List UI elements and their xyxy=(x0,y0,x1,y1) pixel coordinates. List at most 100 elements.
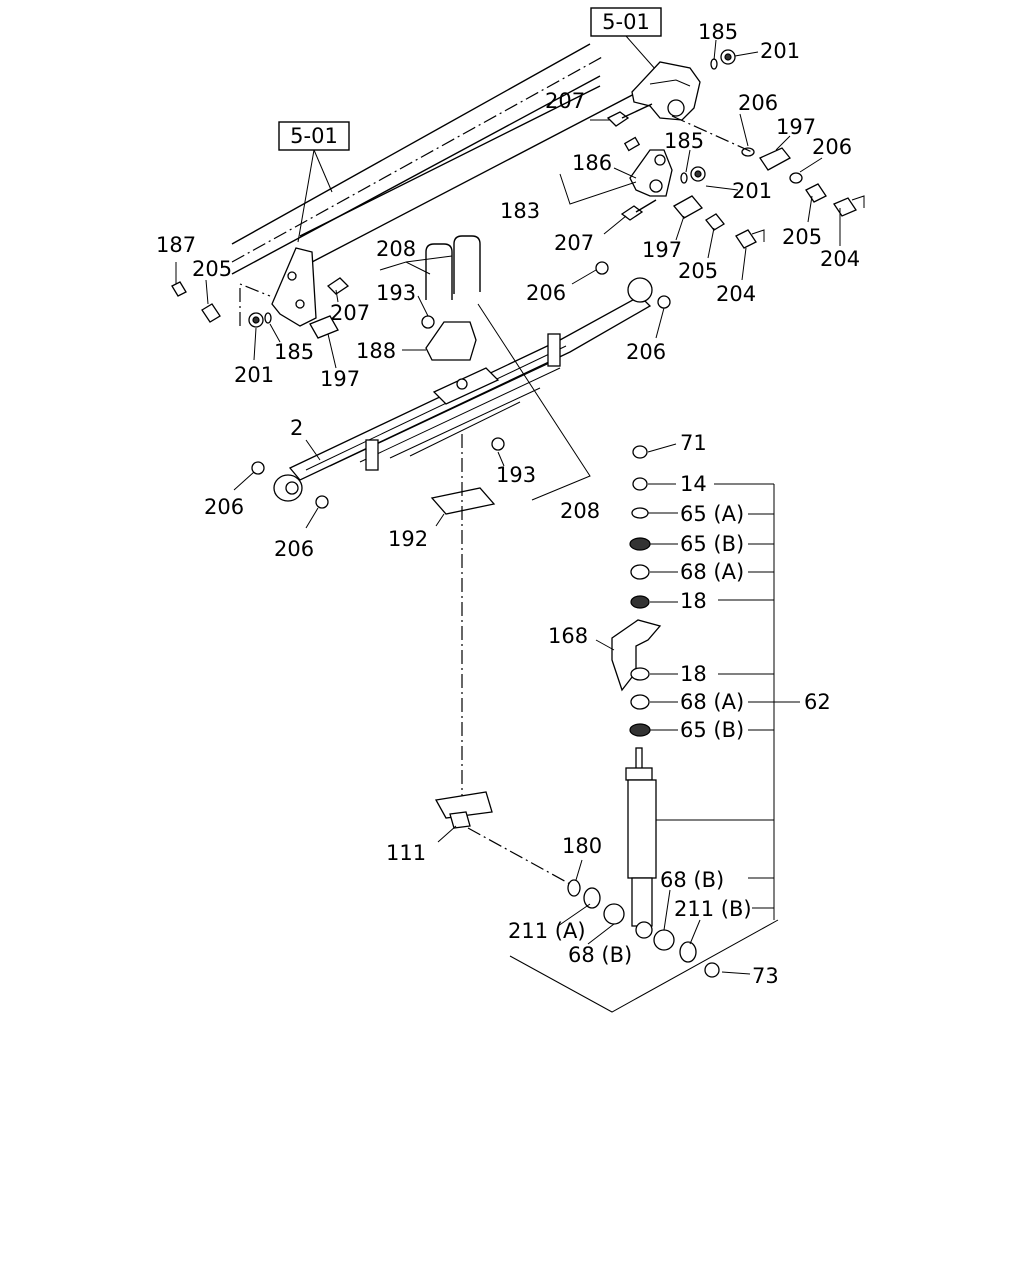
spring-seat-188 xyxy=(425,321,477,361)
callout-207: 207 xyxy=(330,301,370,325)
washer-180 xyxy=(567,879,581,897)
nut-201-mid xyxy=(690,166,706,182)
callout-192: 192 xyxy=(388,527,428,551)
callout-197: 197 xyxy=(320,367,360,391)
grease-fitting-205-top xyxy=(805,183,827,203)
callout-187: 187 xyxy=(156,233,196,257)
callout-206: 206 xyxy=(738,91,778,115)
u-bolt-208 xyxy=(425,235,481,300)
leaf-spring xyxy=(288,295,652,481)
callout-65a: 65 (A) xyxy=(680,502,744,526)
eye-bushing-rear xyxy=(627,277,653,303)
washer-185-top xyxy=(710,39,718,70)
bolt-207-top xyxy=(606,103,653,127)
grease-fitting-205-left xyxy=(201,303,221,323)
front-hanger-bracket xyxy=(271,247,317,327)
bolt-207-mid xyxy=(620,199,657,221)
callout-186: 186 xyxy=(572,151,612,175)
washer-65a xyxy=(631,507,649,519)
bushing-197-top xyxy=(759,147,791,171)
callout-180: 180 xyxy=(562,834,602,858)
washer-65b-2 xyxy=(629,723,651,737)
cup-18 xyxy=(630,595,650,609)
reference-box-left[interactable]: 5-01 xyxy=(278,121,350,243)
shackle-183 xyxy=(629,149,673,197)
nut-201-top xyxy=(720,49,759,65)
callout-labels: 185 201 207 206 197 206 185 186 183 201 … xyxy=(156,20,860,988)
callout-207: 207 xyxy=(554,231,594,255)
callout-206: 206 xyxy=(274,537,314,561)
washer-206-front-2 xyxy=(315,495,329,509)
callout-68a: 68 (A) xyxy=(680,690,744,714)
washer-185-left xyxy=(264,312,272,324)
callout-201: 201 xyxy=(732,179,772,203)
reference-label: 5-01 xyxy=(602,10,650,34)
nut-201-left xyxy=(248,312,264,328)
callout-204: 204 xyxy=(820,247,860,271)
callout-207: 207 xyxy=(545,89,585,113)
frame-rail xyxy=(231,43,639,275)
washer-206-rear-1 xyxy=(595,261,609,275)
cup-18b xyxy=(630,667,650,681)
shock-lower-bracket-111 xyxy=(434,791,493,829)
eye-bushing-front xyxy=(273,474,303,502)
bushing-197-mid xyxy=(672,195,704,219)
callout-197: 197 xyxy=(776,115,816,139)
nut-14 xyxy=(632,477,648,491)
callout-205: 205 xyxy=(782,225,822,249)
callout-201: 201 xyxy=(234,363,274,387)
pin-186 xyxy=(623,136,641,152)
callout-206: 206 xyxy=(204,495,244,519)
bushing-197-left xyxy=(309,315,339,339)
callout-211b: 211 (B) xyxy=(674,897,752,921)
bushing-68a-2 xyxy=(630,694,650,710)
bushing-68a xyxy=(630,564,650,580)
washer-206-rear-2 xyxy=(657,295,671,309)
callout-204: 204 xyxy=(716,282,756,306)
washer-206-front-1 xyxy=(251,461,265,475)
callout-183: 183 xyxy=(500,199,540,223)
spacer-plate-192 xyxy=(430,487,496,515)
shock-absorber xyxy=(625,747,657,939)
washer-206-top2 xyxy=(789,172,803,184)
callout-68b: 68 (B) xyxy=(568,943,632,967)
callout-18: 18 xyxy=(680,662,707,686)
bolt-207-left xyxy=(326,277,350,295)
grease-fitting-205-mid xyxy=(705,213,725,231)
callout-71: 71 xyxy=(680,431,707,455)
bushing-68b-2 xyxy=(653,929,675,951)
callout-206: 206 xyxy=(626,340,666,364)
washer-211b xyxy=(679,941,697,963)
callout-65b: 65 (B) xyxy=(680,718,744,742)
callout-211a: 211 (A) xyxy=(508,919,586,943)
callout-206: 206 xyxy=(812,135,852,159)
grease-fitting-187 xyxy=(171,281,187,297)
callout-193: 193 xyxy=(496,463,536,487)
callout-208: 208 xyxy=(560,499,600,523)
callout-197: 197 xyxy=(642,238,682,262)
callout-2: 2 xyxy=(290,416,303,440)
callout-201: 201 xyxy=(760,39,800,63)
callout-14: 14 xyxy=(680,472,707,496)
nut-193-top xyxy=(421,315,435,329)
washer-185-mid xyxy=(680,172,688,184)
callout-185: 185 xyxy=(274,340,314,364)
nut-71 xyxy=(632,445,648,459)
callout-65b: 65 (B) xyxy=(680,532,744,556)
washer-211a xyxy=(583,887,601,909)
callout-185: 185 xyxy=(664,129,704,153)
reference-box-top[interactable]: 5-01 xyxy=(590,7,662,71)
callout-205: 205 xyxy=(192,257,232,281)
nut-193-bottom xyxy=(491,437,505,451)
washer-65b xyxy=(629,537,651,551)
callout-168: 168 xyxy=(548,624,588,648)
callout-68a: 68 (A) xyxy=(680,560,744,584)
callout-62: 62 xyxy=(804,690,831,714)
rear-hanger-bracket xyxy=(631,61,701,121)
washer-206-top xyxy=(741,147,755,157)
bushing-68b xyxy=(603,903,625,925)
callout-111: 111 xyxy=(386,841,426,865)
callout-18: 18 xyxy=(680,589,707,613)
callout-188: 188 xyxy=(356,339,396,363)
leader-lines xyxy=(175,113,841,1013)
